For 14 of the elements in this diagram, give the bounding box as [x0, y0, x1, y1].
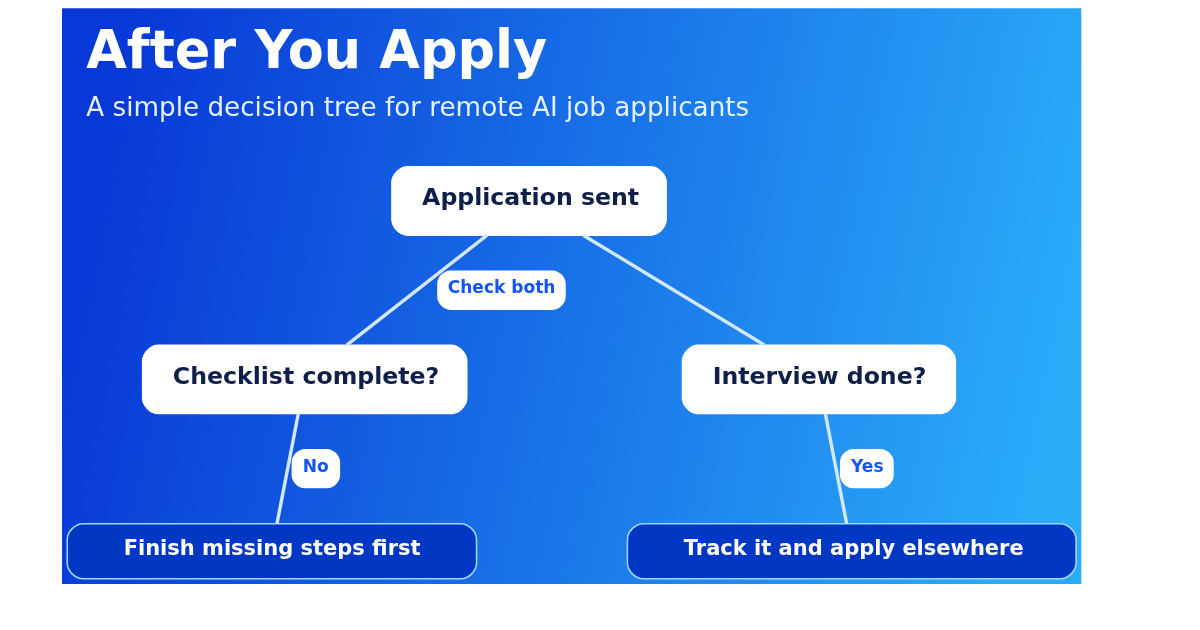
node-box: Interview done?	[681, 344, 957, 415]
node-box: Finish missing steps first	[66, 522, 478, 580]
connector	[582, 233, 766, 347]
connector	[823, 413, 849, 524]
edge-label: Yes	[851, 455, 884, 476]
caption: A simple decision tree for remote AI job applicants	[86, 92, 750, 123]
edge-label: Check both	[447, 277, 556, 298]
node-box: Track it and apply elsewhere	[626, 522, 1077, 580]
node-box: Checklist complete?	[141, 344, 468, 415]
connector	[275, 413, 300, 524]
diagram-title: After You Apply	[86, 18, 548, 80]
edge-label: No	[302, 455, 329, 476]
connector	[345, 234, 488, 347]
node-box: Application sent	[391, 166, 667, 236]
